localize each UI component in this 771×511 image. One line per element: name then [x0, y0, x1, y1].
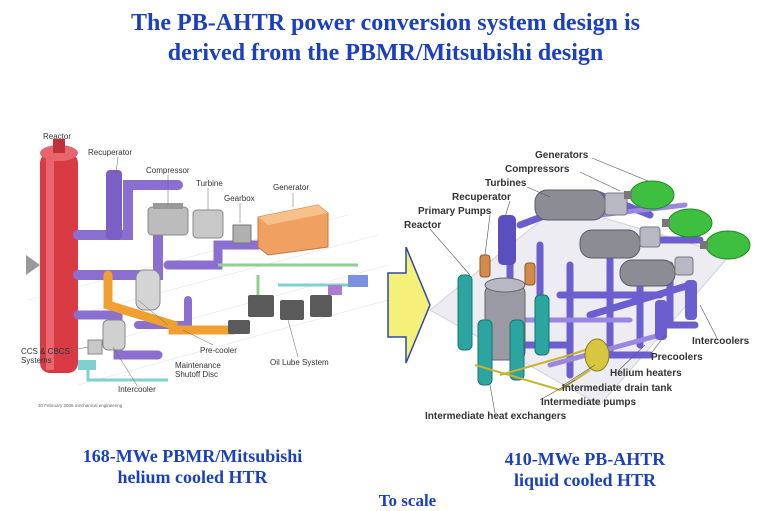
label-maintenance-line-2: Shutoff Disc [175, 370, 218, 379]
label-recuperator: Recuperator [452, 192, 511, 203]
generator [257, 204, 329, 256]
label-precoolers: Precoolers [651, 352, 703, 363]
label-maintenance-line-1: Maintenance [175, 361, 221, 370]
arrow-shape [387, 246, 431, 364]
floor-grid [27, 214, 389, 386]
drawing-stamp: 30 February 2006 mechanical engineering [38, 403, 123, 408]
leader-lines [57, 141, 299, 388]
label-drain-tank: Intermediate drain tank [562, 383, 672, 394]
label-intercooler: Intercooler [118, 385, 156, 394]
title-line-2: derived from the PBMR/Mitsubishi design [167, 40, 604, 66]
label-ccs-line-1: CCS & CBCS [21, 347, 70, 356]
oil-lube-skids [228, 295, 332, 334]
to-scale-note: To scale [378, 491, 437, 510]
right-caption-line-1: 410-MWe PB-AHTR [504, 449, 666, 469]
intercooler-unit [102, 319, 126, 351]
label-reactor: Reactor [404, 220, 441, 231]
label-intercoolers: Intercoolers [692, 336, 750, 347]
label-helium-heaters: Helium heaters [610, 368, 682, 379]
label-generators: Generators [535, 150, 589, 161]
transition-arrow [387, 246, 431, 364]
pbahtr-diagram: Generators Compressors Turbines Recupera… [404, 150, 751, 422]
compressor [147, 203, 189, 236]
right-caption-line-2: liquid cooled HTR [513, 470, 657, 490]
label-reactor: Reactor [43, 132, 71, 141]
label-oil-lube: Oil Lube System [270, 358, 329, 367]
left-caption: 168-MWe PBMR/Mitsubishi helium cooled HT… [40, 446, 345, 488]
drain-tank [584, 338, 610, 372]
primary-pumps [479, 254, 536, 286]
reactor-vessel [26, 139, 78, 373]
label-generator: Generator [273, 183, 309, 192]
auxiliary-boxes [328, 275, 368, 295]
turbines [534, 189, 676, 287]
precooler [135, 269, 161, 311]
label-turbines: Turbines [485, 178, 527, 189]
helium-pipes [73, 180, 263, 360]
intercoolers [655, 280, 697, 340]
left-caption-line-1: 168-MWe PBMR/Mitsubishi [82, 446, 303, 466]
heat-exchangers [457, 274, 550, 386]
label-intermediate-hx: Intermediate heat exchangers [425, 411, 567, 422]
recuperator [498, 215, 516, 265]
leader-lines [429, 157, 718, 414]
generators [624, 180, 751, 260]
label-compressor: Compressor [146, 166, 190, 175]
pbmr-diagram: Reactor Recuperator Compressor Turbine G… [21, 132, 389, 408]
gearbox [232, 224, 252, 244]
label-ccs-line-2: Systems [21, 356, 52, 365]
title-line-1: The PB-AHTR power conversion system desi… [131, 10, 640, 36]
turbine [192, 209, 224, 239]
recuperator [106, 170, 122, 240]
label-precooler: Pre-cooler [200, 346, 237, 355]
label-turbine: Turbine [196, 179, 223, 188]
label-gearbox: Gearbox [224, 194, 255, 203]
ccs-units [78, 339, 103, 370]
water-pipes [103, 270, 238, 335]
label-primary-pumps: Primary Pumps [418, 206, 492, 217]
label-intermediate-pumps: Intermediate pumps [541, 397, 636, 408]
label-recuperator: Recuperator [88, 148, 132, 157]
slide-title: The PB-AHTR power conversion system desi… [0, 8, 771, 68]
left-caption-line-2: helium cooled HTR [117, 467, 268, 487]
compressors [604, 192, 694, 276]
right-caption: 410-MWe PB-AHTR liquid cooled HTR [450, 449, 720, 491]
label-compressors: Compressors [505, 164, 570, 175]
